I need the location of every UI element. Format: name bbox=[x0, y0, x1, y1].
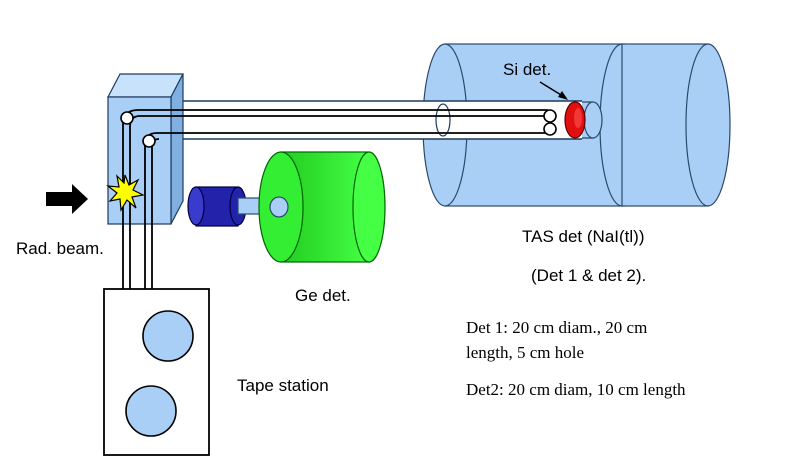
beam-arrow-icon bbox=[46, 184, 88, 214]
si-detector bbox=[564, 101, 586, 139]
tas-dets-label: (Det 1 & det 2). bbox=[531, 266, 647, 285]
ge-det-label: Ge det. bbox=[295, 286, 351, 305]
det1-spec-line1: Det 1: 20 cm diam., 20 cm bbox=[466, 318, 648, 337]
tas-det-label: TAS det (NaI(tl)) bbox=[522, 227, 645, 246]
si-det-label: Si det. bbox=[503, 60, 552, 79]
det1-spec-line2: length, 5 cm hole bbox=[466, 343, 585, 362]
si-det-pointer-head bbox=[558, 91, 568, 100]
explosion-star-icon bbox=[106, 174, 145, 212]
ge-detector bbox=[187, 151, 386, 263]
tape-station bbox=[103, 288, 210, 456]
rad-beam-label: Rad. beam. bbox=[16, 239, 104, 258]
implantation-chamber bbox=[107, 73, 184, 225]
det2-spec: Det2: 20 cm diam, 10 cm length bbox=[466, 380, 686, 399]
tape-reel-bottom bbox=[125, 385, 177, 437]
ge-crystal bbox=[258, 151, 386, 263]
ge-dewar bbox=[187, 186, 247, 227]
tape-station-label: Tape station bbox=[237, 376, 329, 395]
tas-det-2 bbox=[599, 43, 731, 207]
tape-reel-top bbox=[142, 310, 194, 362]
tape-rollers bbox=[120, 109, 557, 148]
